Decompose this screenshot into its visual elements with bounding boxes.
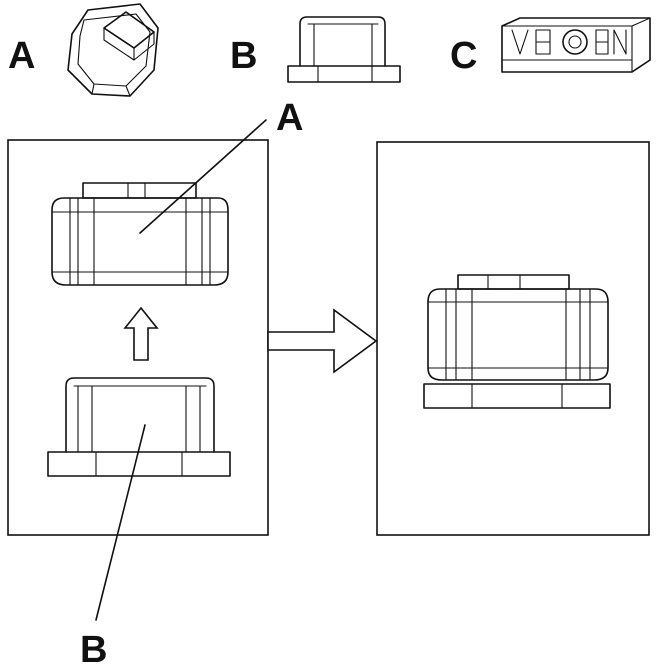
leader-line-b — [95, 424, 146, 621]
cap-a-side-view — [51, 182, 229, 286]
leader-line-a — [139, 119, 267, 234]
part-c-connector-illustration — [501, 17, 651, 73]
callout-label-b: B — [80, 629, 107, 668]
right-arrow — [267, 308, 378, 374]
assembled-part-view — [423, 274, 611, 409]
assembled-view-panel — [376, 141, 650, 536]
callout-label-a: A — [276, 97, 303, 139]
label-part-c: C — [450, 35, 477, 77]
part-a-cap-illustration — [67, 3, 159, 97]
up-arrow — [123, 306, 159, 361]
label-part-b: B — [230, 35, 257, 77]
part-b-base-illustration — [287, 16, 401, 83]
label-part-a: A — [8, 35, 35, 77]
